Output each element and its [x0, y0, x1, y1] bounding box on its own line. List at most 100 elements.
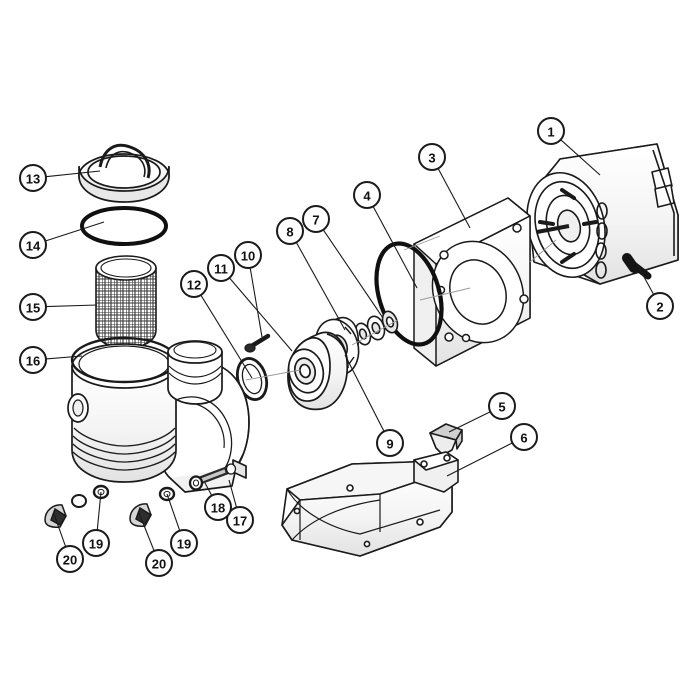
callout-number: 2 [656, 300, 663, 315]
part-diffuser-screw [244, 333, 271, 353]
callout-number: 19 [89, 537, 103, 552]
callout-circle [376, 429, 404, 457]
callout-circle [19, 346, 47, 374]
callout-drain-plug-body-2[interactable]: 20 [145, 549, 173, 577]
callout-number: 8 [286, 225, 293, 240]
leader-line-strainer-lid [45, 170, 101, 178]
callout-circle [353, 181, 381, 209]
callout-leader-lines [45, 139, 655, 552]
callout-impeller-screw[interactable]: 9 [376, 429, 404, 457]
callout-number: 19 [177, 537, 191, 552]
callout-circle [276, 217, 304, 245]
callout-circle [170, 529, 198, 557]
callout-number: 5 [498, 400, 505, 415]
leader-line-diffuser [229, 277, 293, 352]
callout-circle [19, 231, 47, 259]
callout-number: 20 [63, 553, 77, 568]
part-drain-plug-oring [188, 475, 204, 491]
part-diffuser [287, 331, 349, 411]
callout-number: 6 [520, 431, 527, 446]
callout-circle [510, 423, 538, 451]
part-mounting-base [281, 451, 459, 557]
callout-circle [488, 392, 516, 420]
callout-number: 9 [386, 437, 393, 452]
callout-circle [180, 270, 208, 298]
callout-circle [204, 493, 232, 521]
callout-diffuser[interactable]: 11 [207, 254, 235, 282]
callout-number: 12 [187, 278, 201, 293]
callout-number: 17 [233, 514, 247, 529]
callout-number: 10 [241, 249, 255, 264]
callout-strainer-basket[interactable]: 15 [19, 293, 47, 321]
part-mounting-plate [413, 197, 531, 367]
leader-line-impeller-screw [344, 354, 385, 432]
part-pump-housing [67, 336, 250, 493]
callout-diffuser-screw[interactable]: 10 [234, 241, 262, 269]
callout-mounting-base[interactable]: 6 [510, 423, 538, 451]
callout-number: 13 [26, 172, 40, 187]
leader-line-diffuser-gasket [200, 294, 253, 379]
callout-number: 4 [363, 189, 371, 204]
part-strainer-basket [95, 255, 157, 349]
callout-drain-plug[interactable]: 17 [226, 506, 254, 534]
callout-motor[interactable]: 1 [537, 117, 565, 145]
callout-number: 11 [214, 262, 228, 277]
leader-line-shaft-seal-set [322, 229, 384, 319]
leader-line-plate-o-ring [372, 206, 418, 289]
callout-number: 3 [428, 151, 435, 166]
callout-circle [19, 164, 47, 192]
callout-base-clamp[interactable]: 5 [488, 392, 516, 420]
leader-line-plug-washer [96, 491, 102, 531]
callout-plate-o-ring[interactable]: 4 [353, 181, 381, 209]
callout-circle [537, 117, 565, 145]
callout-mounting-plate[interactable]: 3 [418, 143, 446, 171]
callout-strainer-lid[interactable]: 13 [19, 164, 47, 192]
callout-circle [145, 549, 173, 577]
callout-number: 1 [547, 125, 554, 140]
callout-circle [234, 241, 262, 269]
part-drain-plug-body-2 [129, 503, 153, 527]
leader-line-drain-plug-oring [204, 482, 213, 496]
leader-line-strainer-basket [45, 304, 98, 308]
leader-line-mounting-base [446, 442, 513, 477]
callout-impeller[interactable]: 8 [276, 217, 304, 245]
callout-diffuser-gasket[interactable]: 12 [180, 270, 208, 298]
callout-number: 20 [152, 557, 166, 572]
leader-line-diffuser-screw [249, 267, 263, 338]
callout-shaft-seal-set[interactable]: 7 [302, 205, 330, 233]
part-shaft-seal-set [354, 310, 399, 346]
part-drain-plug-body [44, 494, 87, 528]
leader-line-base-clamp [448, 411, 491, 433]
callout-number: 14 [26, 239, 41, 254]
assembly-centerlines [245, 235, 557, 381]
callout-circle [56, 545, 84, 573]
callout-drain-plug-oring[interactable]: 18 [204, 493, 232, 521]
leader-line-drain-plug-body-2 [138, 512, 155, 552]
leader-line-drain-plug-body [53, 513, 67, 547]
callout-motor-bolt[interactable]: 2 [646, 292, 674, 320]
leader-line-impeller [295, 242, 346, 331]
callout-circle [302, 205, 330, 233]
leader-line-lid-o-ring [45, 221, 105, 242]
leader-line-plug-washer-2 [166, 493, 181, 531]
callout-plug-washer-2[interactable]: 19 [170, 529, 198, 557]
callout-lid-o-ring[interactable]: 14 [19, 231, 47, 259]
part-motor-bolt [622, 253, 652, 280]
callout-circle [226, 506, 254, 534]
callout-circle [82, 529, 110, 557]
callout-circle [646, 292, 674, 320]
callout-drain-plug-body[interactable]: 20 [56, 545, 84, 573]
leader-line-drain-plug [228, 479, 238, 508]
callout-circle [418, 143, 446, 171]
leader-line-motor-bolt [637, 265, 655, 295]
callout-number: 16 [26, 354, 40, 369]
leader-line-pump-housing [45, 355, 83, 360]
callout-plug-washer[interactable]: 19 [82, 529, 110, 557]
callout-pump-housing[interactable]: 16 [19, 346, 47, 374]
part-lid-o-ring [80, 206, 168, 246]
callout-number: 18 [211, 501, 225, 516]
leader-line-motor [560, 139, 601, 176]
